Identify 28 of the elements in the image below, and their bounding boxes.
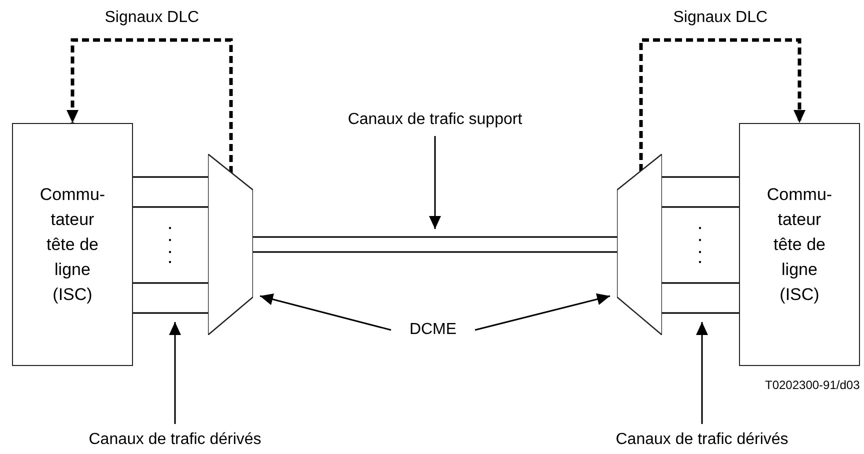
channel-line — [253, 236, 617, 238]
channel-line — [133, 282, 208, 284]
channel-line — [253, 251, 617, 253]
switch-box — [12, 123, 133, 366]
edge-label: Signaux DLC — [671, 8, 770, 28]
channel-line — [133, 312, 208, 314]
callout-label: Canaux de trafic dérivés — [88, 430, 262, 450]
signal-arrow — [639, 38, 806, 171]
channel-line — [662, 312, 739, 314]
signal-arrow — [66, 38, 233, 173]
channel-line — [662, 176, 739, 178]
arrow — [260, 293, 392, 331]
box-label: Commu- tateur tête de ligne (ISC) — [766, 184, 834, 306]
switch-box — [739, 123, 860, 366]
edge-label: Signaux DLC — [102, 8, 202, 28]
callout-label: Canaux de trafic dérivés — [616, 430, 788, 450]
callout-label: DCME — [409, 320, 457, 340]
figure-code: T0202300-91/d03 — [765, 378, 860, 392]
leader-arrow — [429, 136, 441, 229]
channel-line — [133, 176, 208, 178]
channel-line — [662, 206, 739, 208]
channel-line — [133, 206, 208, 208]
box-label: Commu- tateur tête de ligne (ISC) — [38, 184, 106, 306]
channel-line — [662, 282, 739, 284]
callout-label: Canaux de trafic support — [348, 110, 522, 130]
leader-arrow — [169, 322, 181, 424]
arrow — [474, 293, 610, 331]
leader-arrow — [696, 322, 708, 424]
